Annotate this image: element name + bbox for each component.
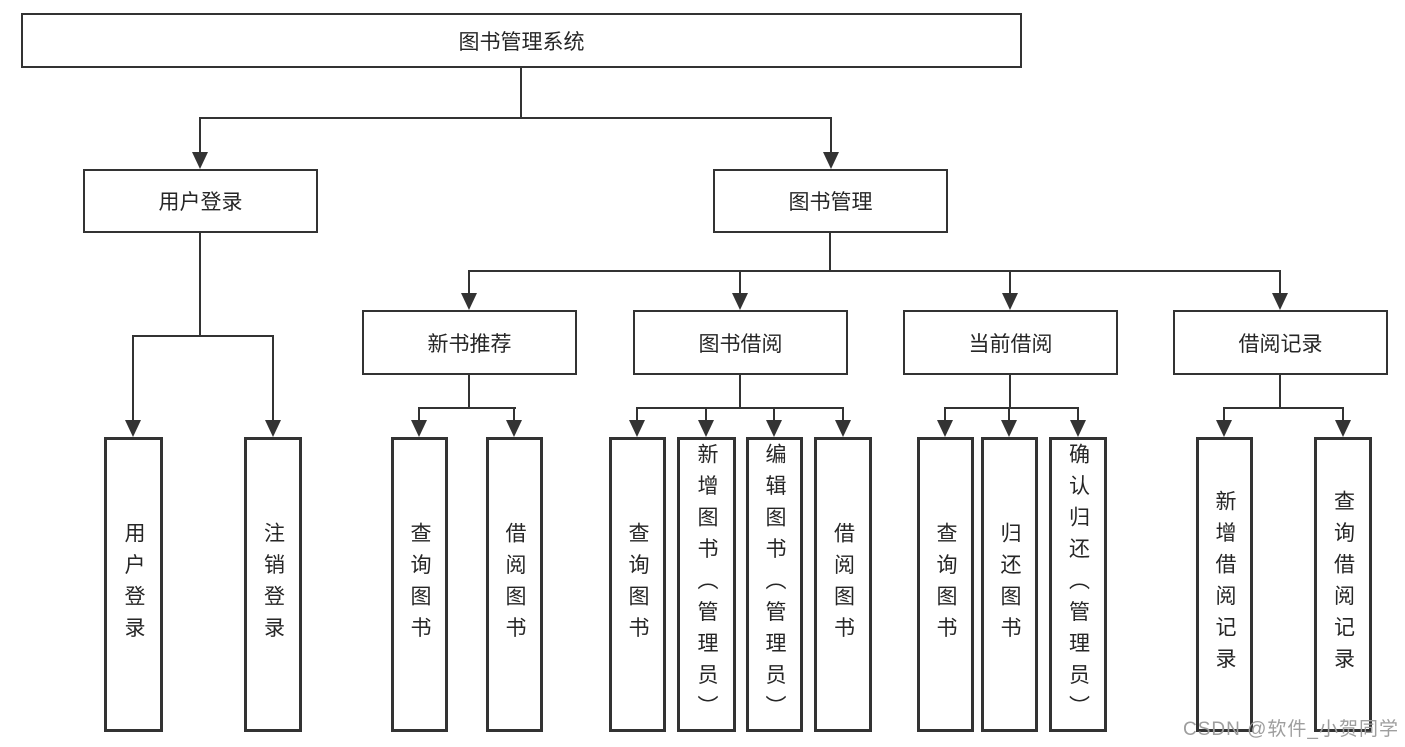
connector-line [272,335,274,423]
node-label: 当前借阅 [968,332,1053,356]
leaf-label: 注销登录 [261,521,285,648]
arrow-down-icon [461,293,477,310]
leaf-label: 新增图书（管理员） [695,442,718,727]
node-label: 图书管理 [788,191,873,214]
arrow-down-icon [937,420,953,437]
arrow-down-icon [629,420,645,437]
arrow-down-icon [1001,420,1017,437]
connector-line [944,407,946,423]
leaf-label: 用户登录 [122,521,145,648]
connector-line [468,270,470,296]
leaf-label: 借阅图书 [503,521,526,648]
arrow-down-icon [1272,293,1288,310]
node-label: 新书推荐 [427,332,512,356]
arrow-down-icon [766,420,782,437]
leaf-label: 查询图书 [408,521,431,648]
leaf-edit-book-admin: 编辑图书（管理员） [746,437,803,732]
node-library-system: 图书管理系统 [21,13,1022,68]
arrow-down-icon [732,293,748,310]
node-label: 借阅记录 [1238,332,1323,356]
arrow-down-icon [698,420,714,437]
leaf-return-books: 归还图书 [981,437,1038,732]
arrow-down-icon [1335,420,1351,437]
connector-line [944,407,1079,409]
connector-line [1342,407,1344,423]
connector-line [1009,375,1011,408]
arrow-down-icon [835,420,851,437]
connector-line [520,68,522,118]
leaf-label: 查询图书 [626,521,649,648]
leaf-query-borrow-record: 查询借阅记录 [1314,437,1372,732]
node-book-management: 图书管理 [713,169,948,233]
leaf-query-books-borrow: 查询图书 [609,437,666,732]
connector-line [773,407,775,423]
connector-line [636,407,638,423]
connector-line [739,375,741,408]
connector-line [468,270,1281,272]
connector-line [829,232,831,271]
leaf-borrow-books-recommend: 借阅图书 [486,437,543,732]
node-label: 图书借阅 [698,332,783,356]
arrow-down-icon [192,152,208,169]
arrow-down-icon [1070,420,1086,437]
connector-line [1077,407,1079,423]
arrow-down-icon [1216,420,1232,437]
node-label: 用户登录 [158,191,243,214]
leaf-user-login: 用户登录 [104,437,163,732]
connector-line [468,375,470,408]
arrow-down-icon [823,152,839,169]
connector-line [636,407,844,409]
node-borrow-records: 借阅记录 [1173,310,1388,375]
connector-line [1008,407,1010,423]
connector-line [513,407,515,423]
leaf-add-book-admin: 新增图书（管理员） [677,437,736,732]
connector-line [199,233,201,336]
connector-line [842,407,844,423]
leaf-query-books-recommend: 查询图书 [391,437,448,732]
leaf-label: 确认归还（管理员） [1066,442,1090,727]
arrow-down-icon [506,420,522,437]
connector-line [418,407,516,409]
leaf-label: 借阅图书 [831,521,855,648]
leaf-add-borrow-record: 新增借阅记录 [1196,437,1253,732]
connector-line [1279,375,1281,408]
node-user-login: 用户登录 [83,169,318,233]
connector-line [132,335,134,423]
leaf-label: 查询借阅记录 [1331,490,1355,679]
connector-line [199,117,201,155]
arrow-down-icon [125,420,141,437]
connector-line [132,335,274,337]
node-book-borrow: 图书借阅 [633,310,848,375]
connector-line [1223,407,1225,423]
node-current-borrow: 当前借阅 [903,310,1118,375]
connector-line [1279,270,1281,296]
leaf-label: 编辑图书（管理员） [763,442,786,727]
csdn-watermark: CSDN @软件_小贺同学 [1183,719,1399,740]
arrow-down-icon [411,420,427,437]
leaf-logout: 注销登录 [244,437,302,732]
leaf-borrow-books: 借阅图书 [814,437,872,732]
connector-line [830,117,832,155]
leaf-label: 新增借阅记录 [1213,490,1236,679]
connector-line [199,117,832,119]
leaf-confirm-return-admin: 确认归还（管理员） [1049,437,1107,732]
node-label: 图书管理系统 [458,30,585,54]
connector-line [1223,407,1344,409]
connector-line [418,407,420,423]
leaf-label: 归还图书 [998,521,1021,648]
arrow-down-icon [265,420,281,437]
leaf-label: 查询图书 [934,521,957,648]
connector-line [1009,270,1011,296]
node-new-book-recommend: 新书推荐 [362,310,577,375]
arrow-down-icon [1002,293,1018,310]
connector-line [705,407,707,423]
leaf-query-books-current: 查询图书 [917,437,974,732]
connector-line [739,270,741,296]
